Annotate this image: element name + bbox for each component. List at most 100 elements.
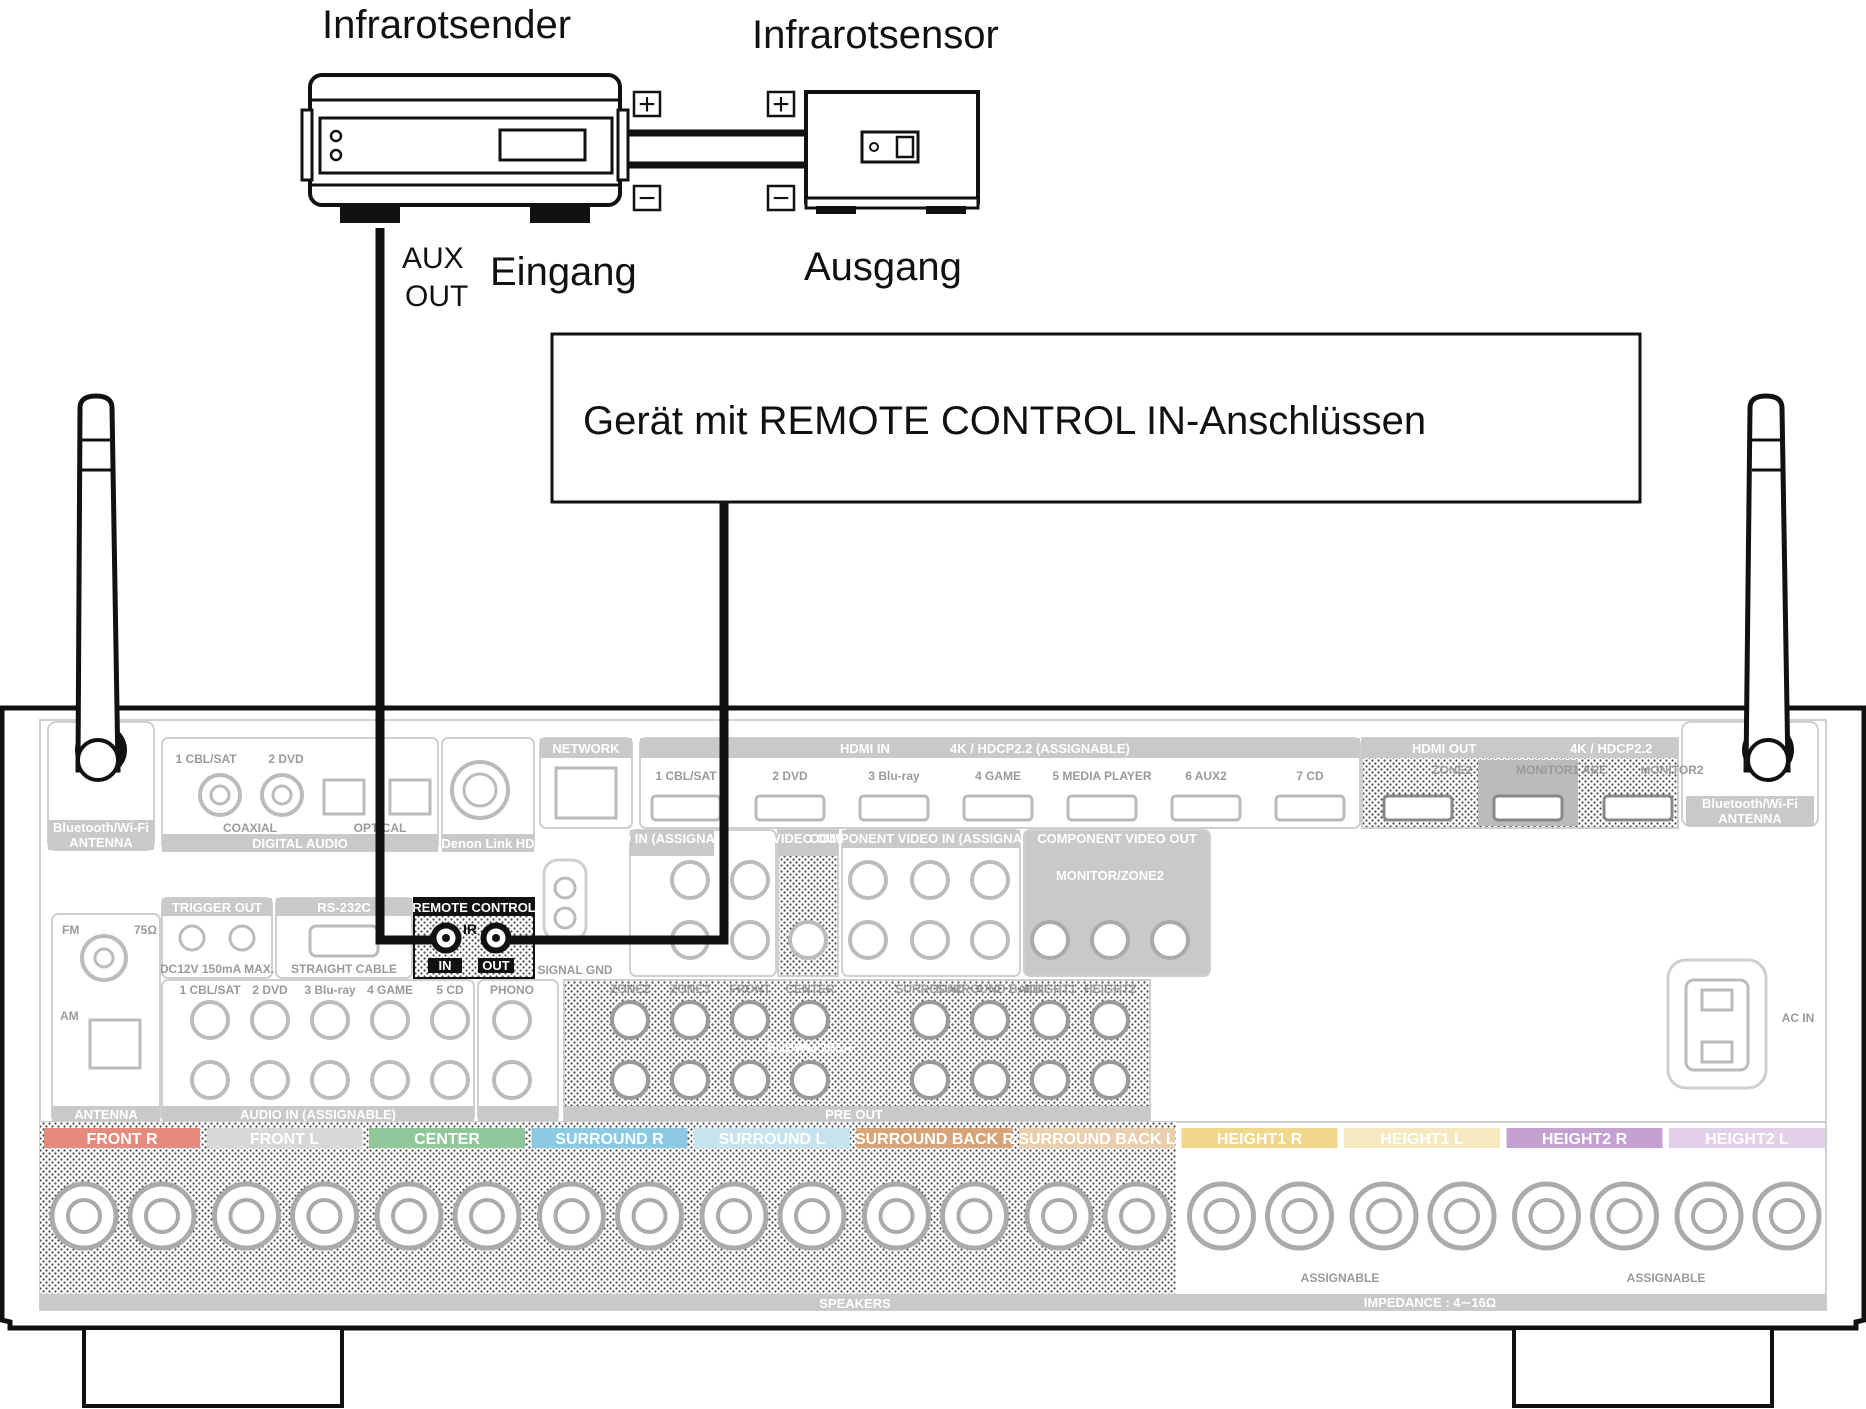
svg-text:ANTENNA: ANTENNA	[1718, 811, 1782, 826]
svg-text:ZONE3: ZONE3	[670, 982, 710, 996]
svg-text:PHONO: PHONO	[490, 983, 534, 997]
sensor-plus-terminal: +	[766, 88, 796, 121]
ac-in-socket: AC IN	[1666, 958, 1815, 1090]
speaker-terminal-pair: SURROUND BACK R	[855, 1128, 1015, 1251]
svg-text:DC12V 150mA MAX.: DC12V 150mA MAX.	[160, 962, 274, 976]
pre-out-jack-pair: CENTER	[785, 982, 835, 1100]
svg-text:+: +	[638, 88, 656, 121]
svg-text:SURROUND L: SURROUND L	[719, 1131, 826, 1148]
audio-in-jack-pair: 2 DVD	[250, 983, 290, 1100]
speaker-terminals-section: SPEAKERS IMPEDANCE : 4∼16Ω ASSIGNABLE AS…	[39, 1121, 1827, 1311]
svg-text:ZONE2: ZONE2	[1432, 763, 1472, 777]
svg-text:SUBWOOFER: SUBWOOFER	[767, 1040, 854, 1055]
svg-text:AM: AM	[60, 1009, 79, 1023]
svg-text:IN: IN	[439, 958, 452, 973]
svg-text:VIDEO IN (ASSIGNABLE): VIDEO IN (ASSIGNABLE)	[591, 831, 746, 846]
svg-text:COMPONENT VIDEO IN (ASSIGNABLE: COMPONENT VIDEO IN (ASSIGNABLE)	[810, 831, 1053, 846]
hdmi-out-port: MONITOR1 ARC	[1492, 763, 1608, 822]
hdmi-in-port: 2 DVD	[754, 769, 826, 822]
ir-sensor-device	[804, 90, 980, 214]
aux-out-label-line2: OUT	[405, 280, 468, 313]
svg-text:HEIGHT2: HEIGHT2	[1084, 982, 1136, 996]
svg-text:HDMI IN: HDMI IN	[840, 741, 890, 756]
speaker-terminal-pair: HEIGHT2 R	[1506, 1128, 1663, 1251]
speaker-terminal-pair: HEIGHT1 R	[1181, 1128, 1338, 1251]
speaker-terminal-pair: HEIGHT2 L	[1669, 1128, 1825, 1251]
ir-sensor-label: Infrarotsensor	[752, 13, 999, 57]
network-port: NETWORK	[539, 737, 633, 829]
svg-text:3 Blu-ray: 3 Blu-ray	[304, 983, 356, 997]
trigger-rs232-section: TRIGGER OUT DC12V 150mA MAX. RS-232C STR…	[160, 897, 413, 979]
hdmi-in-port: 6 AUX2	[1170, 769, 1242, 822]
hdmi-out-port: MONITOR2	[1602, 763, 1704, 822]
svg-text:4 GAME: 4 GAME	[975, 769, 1021, 783]
ir-transmitter-label: Infrarotsender	[322, 3, 571, 47]
svg-text:IMPEDANCE : 4∼16Ω: IMPEDANCE : 4∼16Ω	[1364, 1295, 1497, 1310]
svg-text:PRE OUT: PRE OUT	[825, 1107, 883, 1122]
svg-text:CENTER: CENTER	[785, 982, 835, 996]
svg-text:4K / HDCP2.2 (ASSIGNABLE): 4K / HDCP2.2 (ASSIGNABLE)	[950, 741, 1130, 756]
svg-text:COAXIAL: COAXIAL	[223, 821, 277, 835]
svg-text:HEIGHT1: HEIGHT1	[1024, 982, 1076, 996]
remote-control-device-box: Gerät mit REMOTE CONTROL IN-Anschlüssen	[550, 332, 1642, 504]
pre-out-jack-pair: FRONT	[729, 982, 771, 1100]
fm-am-antenna-section: ANTENNA FM 75Ω AM	[51, 913, 161, 1123]
remote-out-to-device-cable	[496, 502, 729, 945]
audio-in-jack-pair: 3 Blu-ray	[304, 983, 356, 1100]
pre-out-jack-pair: HEIGHT1	[1024, 982, 1076, 1100]
svg-text:+: +	[772, 88, 790, 121]
pre-out-jack-pair: HEIGHT2	[1084, 982, 1136, 1100]
audio-in-jack-pair: 1 CBL/SAT	[179, 983, 241, 1100]
svg-text:COMPONENT VIDEO OUT: COMPONENT VIDEO OUT	[1037, 831, 1197, 846]
svg-text:−: −	[638, 182, 656, 215]
pre-out-jack-pair: ZONE3	[670, 982, 710, 1100]
hdmi-out-port: ZONE2	[1382, 763, 1472, 822]
svg-text:−: −	[772, 182, 790, 215]
svg-text:HEIGHT1 R: HEIGHT1 R	[1217, 1131, 1303, 1148]
svg-text:ASSIGNABLE: ASSIGNABLE	[1627, 1271, 1706, 1285]
svg-text:SIGNAL GND: SIGNAL GND	[537, 963, 612, 977]
svg-text:Denon Link HD: Denon Link HD	[441, 836, 534, 851]
svg-text:MONITOR1 ARC: MONITOR1 ARC	[1516, 763, 1608, 777]
svg-text:SURROUND BACK L: SURROUND BACK L	[1018, 1131, 1176, 1148]
remote-control-device-label: Gerät mit REMOTE CONTROL IN-Anschlüssen	[583, 399, 1426, 443]
svg-text:IR: IR	[463, 921, 477, 937]
svg-text:HEIGHT1 L: HEIGHT1 L	[1380, 1131, 1464, 1148]
svg-text:75Ω: 75Ω	[134, 923, 157, 937]
svg-text:REMOTE CONTROL: REMOTE CONTROL	[412, 900, 536, 915]
svg-text:SURROUND BACK R: SURROUND BACK R	[855, 1131, 1015, 1148]
aux-out-label-line1: AUX	[402, 242, 464, 275]
speaker-terminal-pair: FRONT L	[206, 1128, 363, 1251]
digital-audio-section: DIGITAL AUDIO 1 CBL/SAT 2 DVD COAXIAL OP…	[161, 737, 535, 852]
svg-text:SPEAKERS: SPEAKERS	[819, 1296, 891, 1311]
svg-text:2 DVD: 2 DVD	[772, 769, 808, 783]
svg-text:7 CD: 7 CD	[1296, 769, 1324, 783]
svg-text:NETWORK: NETWORK	[552, 741, 620, 756]
sensor-minus-terminal: −	[766, 182, 796, 215]
av-receiver-rear-panel: Bluetooth/Wi-Fi ANTENNA Bluetooth/Wi-Fi …	[0, 393, 1866, 1408]
aux-out-to-remote-in-cable	[375, 228, 446, 945]
speaker-terminal-pair: SURROUND BACK L	[1018, 1128, 1176, 1251]
pre-out-jack-pair: SURROUND	[895, 982, 965, 1100]
svg-text:TRIGGER OUT: TRIGGER OUT	[172, 900, 262, 915]
svg-text:AC IN: AC IN	[1782, 1011, 1815, 1025]
svg-text:CENTER: CENTER	[414, 1131, 480, 1148]
svg-text:3 Blu-ray: 3 Blu-ray	[868, 769, 920, 783]
svg-text:6 AUX2: 6 AUX2	[1185, 769, 1227, 783]
bluetooth-antenna-right: Bluetooth/Wi-Fi ANTENNA	[1681, 393, 1819, 827]
svg-text:OUT: OUT	[482, 958, 510, 973]
pre-out-jack-pair: SURROUND BACK	[936, 982, 1044, 1100]
hdmi-in-port: 4 GAME	[962, 769, 1034, 822]
video-section: VIDEO IN (ASSIGNABLE) VIDEO OUT COMPONEN…	[591, 829, 1211, 977]
svg-text:1 CBL/SAT: 1 CBL/SAT	[179, 983, 241, 997]
svg-text:AUDIO IN (ASSIGNABLE): AUDIO IN (ASSIGNABLE)	[240, 1107, 396, 1122]
svg-text:Bluetooth/Wi-Fi: Bluetooth/Wi-Fi	[53, 820, 149, 835]
svg-text:1 CBL/SAT: 1 CBL/SAT	[175, 752, 237, 766]
svg-text:ASSIGNABLE: ASSIGNABLE	[1301, 1271, 1380, 1285]
speaker-terminal-pair: HEIGHT1 L	[1344, 1128, 1500, 1251]
svg-text:SURROUND BACK: SURROUND BACK	[936, 982, 1044, 996]
svg-text:1 CBL/SAT: 1 CBL/SAT	[655, 769, 717, 783]
audio-in-section: AUDIO IN (ASSIGNABLE) 1 CBL/SAT 2 DVD 3 Bl…	[161, 979, 559, 1123]
